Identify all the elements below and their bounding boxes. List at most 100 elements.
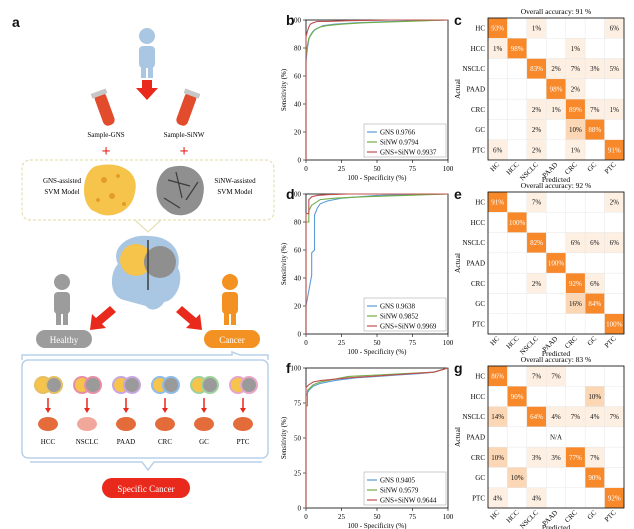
col-label: PAAD bbox=[541, 509, 560, 528]
sample-person-icon bbox=[139, 28, 155, 78]
matrix-cell-value: 16% bbox=[569, 300, 582, 308]
organ-icon-ptc bbox=[233, 417, 253, 431]
confusion-matrix-g: Overall accuracy: 83 %86%7%7%90%10%14%64… bbox=[453, 355, 625, 529]
matrix-cell-value: 10% bbox=[588, 393, 601, 401]
matrix-cell-value: 91% bbox=[491, 199, 504, 207]
matrix-cell bbox=[507, 487, 528, 509]
matrix-cell-value: 2% bbox=[551, 65, 561, 73]
matrix-cell bbox=[546, 191, 566, 213]
matrix-cell bbox=[604, 119, 625, 140]
matrix-cell bbox=[565, 365, 586, 387]
matrix-cell bbox=[546, 212, 566, 233]
y-tick-label: 0 bbox=[298, 157, 302, 165]
matrix-cell bbox=[604, 487, 625, 509]
y-tick-label: 75 bbox=[294, 400, 302, 408]
matrix-cell-value: 1% bbox=[571, 146, 581, 154]
matrix-cell bbox=[604, 365, 625, 387]
matrix-cell-value: 82% bbox=[530, 239, 543, 247]
legend-box bbox=[363, 123, 447, 158]
matrix-cell-value: 7% bbox=[571, 65, 581, 73]
specific-cancer-label: Specific Cancer bbox=[117, 484, 174, 494]
legend-entry: GNS 0.9405 bbox=[380, 477, 416, 485]
matrix-cell bbox=[604, 313, 625, 335]
matrix-cell bbox=[526, 467, 547, 488]
matrix-cell bbox=[526, 406, 547, 428]
matrix-cell bbox=[526, 98, 547, 120]
organ-icon-paad bbox=[116, 417, 136, 431]
matrix-cell bbox=[487, 139, 508, 161]
matrix-cell bbox=[507, 17, 528, 39]
row-label: PTC bbox=[472, 320, 485, 328]
healthy-badge bbox=[36, 330, 92, 348]
matrix-cell bbox=[526, 426, 547, 448]
matrix-cell bbox=[604, 252, 625, 274]
matrix-cell bbox=[546, 487, 566, 509]
cancer-badge bbox=[204, 330, 260, 348]
matrix-cell bbox=[604, 293, 625, 314]
organ-icon-nsclc bbox=[77, 417, 97, 431]
col-label: PTC bbox=[603, 161, 618, 176]
matrix-cell bbox=[565, 191, 586, 213]
matrix-cell-value: 6% bbox=[493, 146, 503, 154]
matrix-cell-value: 7% bbox=[571, 413, 581, 421]
sample-sinw-dot bbox=[84, 376, 102, 394]
matrix-cell bbox=[507, 386, 528, 407]
matrix-cell bbox=[565, 98, 586, 120]
matrix-cell-value: 6% bbox=[610, 239, 620, 247]
matrix-cell bbox=[526, 252, 547, 274]
col-label: GC bbox=[586, 161, 599, 174]
y-axis-label: Actual bbox=[453, 427, 462, 447]
matrix-cell bbox=[507, 293, 528, 314]
panel-label-f: f bbox=[286, 360, 291, 376]
matrix-cell bbox=[546, 467, 566, 488]
matrix-cell bbox=[487, 58, 508, 80]
matrix-cell bbox=[546, 313, 566, 335]
matrix-cell bbox=[507, 191, 528, 213]
panel-label-e: e bbox=[454, 186, 462, 202]
matrix-cell bbox=[546, 293, 566, 314]
matrix-cell bbox=[584, 386, 605, 407]
matrix-cell bbox=[507, 119, 528, 140]
matrix-cell bbox=[584, 313, 605, 335]
matrix-cell bbox=[507, 426, 528, 448]
plus-sign-right: + bbox=[179, 143, 188, 160]
row-label: GC bbox=[475, 126, 485, 134]
matrix-cell-value: 2% bbox=[532, 106, 542, 114]
matrix-cell bbox=[487, 446, 508, 468]
col-label: HCC bbox=[505, 509, 521, 525]
matrix-cell bbox=[546, 365, 566, 387]
schematic-svg: Sample-GNS Sample-SiNW + + GNS-assisted … bbox=[21, 28, 275, 498]
matrix-cell-value: 7% bbox=[532, 373, 542, 381]
matrix-cell bbox=[526, 386, 547, 407]
matrix-cell-value: 86% bbox=[491, 373, 504, 381]
down-arrow-icon bbox=[136, 80, 158, 100]
y-tick-label: 40 bbox=[294, 101, 302, 109]
matrix-cell-value: 93% bbox=[491, 25, 504, 33]
arrowhead-icon bbox=[45, 408, 51, 413]
matrix-cell bbox=[526, 487, 547, 509]
matrix-cell bbox=[487, 426, 508, 448]
matrix-cell-value: 2% bbox=[571, 86, 581, 94]
x-axis-label: Predicted bbox=[542, 349, 571, 358]
matrix-cell bbox=[487, 38, 508, 59]
matrix-cell-value: 4% bbox=[532, 494, 542, 502]
matrix-cell-value: 6% bbox=[590, 239, 600, 247]
x-axis-label: Predicted bbox=[542, 523, 571, 529]
panel-label-g: g bbox=[454, 360, 463, 376]
plot-frame bbox=[305, 19, 449, 161]
matrix-cell bbox=[526, 17, 547, 39]
matrix-cell bbox=[526, 38, 547, 59]
row-label: NSCLC bbox=[462, 413, 485, 421]
confusion-matrix-e: Overall accuracy: 92 %91%7%2%100%82%6%6%… bbox=[453, 181, 625, 358]
plot-frame bbox=[305, 367, 449, 509]
cancer-label: Cancer bbox=[219, 335, 244, 345]
matrix-cell bbox=[604, 406, 625, 428]
matrix-cell bbox=[487, 365, 508, 387]
x-tick-label: 50 bbox=[374, 165, 382, 173]
matrix-cell-value: 6% bbox=[610, 25, 620, 33]
matrix-cell-value: 3% bbox=[590, 65, 600, 73]
matrix-cell-value: 98% bbox=[550, 86, 563, 94]
col-label: HC bbox=[489, 161, 502, 174]
matrix-cell bbox=[507, 58, 528, 80]
